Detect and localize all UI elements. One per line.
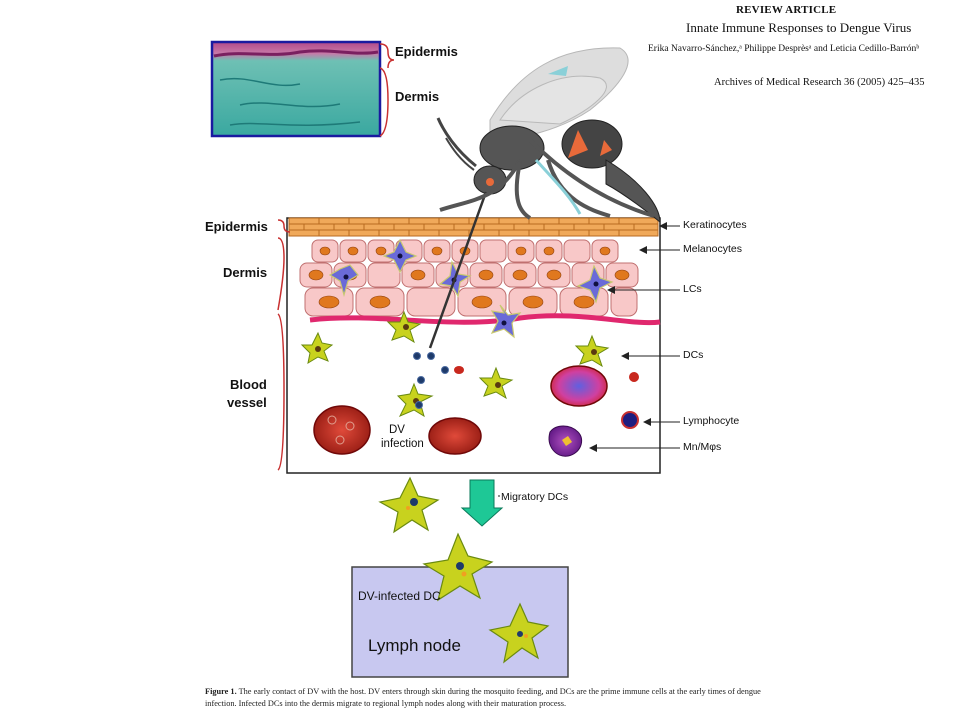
label-blood: Blood (230, 377, 267, 392)
article-type: REVIEW ARTICLE (736, 4, 837, 16)
vessel-cells (313, 365, 639, 457)
label-lcs: LCs (683, 283, 702, 295)
journal-citation: Archives of Medical Research 36 (2005) 4… (714, 77, 925, 88)
label-keratinocytes: Keratinocytes (683, 219, 747, 231)
label-lymphocyte: Lymphocyte (683, 415, 740, 427)
migratory-dc (378, 476, 440, 534)
brace-blood-vessel (277, 313, 285, 471)
caption-label: Figure 1. (205, 687, 237, 696)
infection-label: infection (381, 438, 424, 450)
label-melanocytes: Melanocytes (683, 243, 742, 255)
caption-text: The early contact of DV with the host. D… (205, 687, 761, 708)
figure-caption: Figure 1. The early contact of DV with t… (205, 686, 765, 710)
mosquito (428, 47, 661, 349)
label-arrows (589, 222, 680, 452)
label-mn-mos: Mn/Mφs (683, 441, 722, 453)
micrograph-epidermis-label: Epidermis (395, 44, 458, 59)
article-authors: Erika Navarro-Sánchez,ᵃ Philippe Desprès… (648, 44, 920, 54)
epidermis-brace (379, 43, 395, 69)
dc-nuclei (315, 324, 597, 404)
label-epidermis: Epidermis (205, 219, 268, 234)
micrograph-dermis-label: Dermis (395, 89, 440, 104)
brace-dermis (277, 237, 285, 311)
article-title: Innate Immune Responses to Dengue Virus (686, 20, 912, 35)
migratory-arrow (460, 479, 504, 527)
migratory-dcs-label: Migratory DCs (501, 491, 569, 503)
skin-micrograph (210, 40, 382, 138)
label-dcs: DCs (683, 349, 704, 361)
dv-infected-dc-label: DV-infected DC (358, 589, 441, 603)
keratinocyte-layer (288, 217, 659, 237)
label-vessel: vessel (227, 395, 267, 410)
lymph-node-label: Lymph node (368, 636, 461, 655)
dv-label: DV (389, 424, 405, 436)
brace-epidermis (277, 219, 291, 233)
virus-particles (413, 352, 449, 409)
label-dermis: Dermis (223, 265, 268, 280)
dermis-brace (379, 67, 389, 137)
